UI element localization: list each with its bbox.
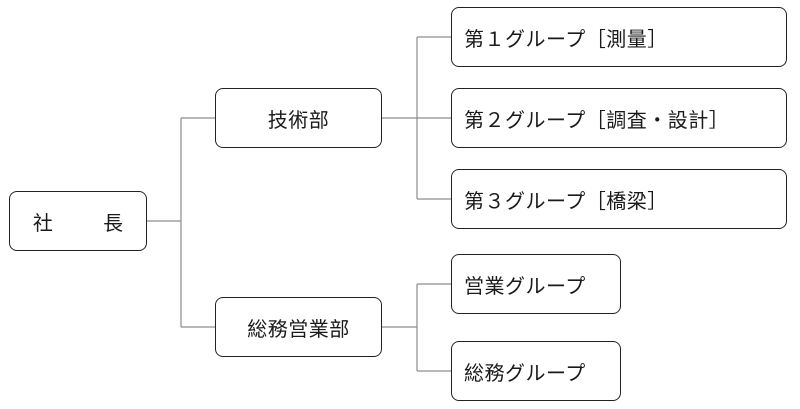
group-label-investigation-design: 第２グループ［調査・設計］ — [464, 107, 730, 132]
president-box: 社 長 — [9, 191, 147, 251]
group-box-surveying: 第１グループ［測量］ — [451, 7, 787, 67]
group-box-investigation-design: 第２グループ［調査・設計］ — [451, 88, 787, 148]
group-box-general-affairs: 総務グループ — [451, 341, 621, 401]
department-label-technology: 技術部 — [267, 107, 330, 132]
president-label: 社 長 — [32, 210, 146, 235]
group-label-surveying: 第１グループ［測量］ — [464, 26, 668, 51]
department-label-general-affairs-sales: 総務営業部 — [247, 316, 350, 341]
department-box-technology: 技術部 — [215, 88, 382, 148]
department-box-general-affairs-sales: 総務営業部 — [215, 297, 382, 357]
group-label-general-affairs: 総務グループ — [464, 360, 586, 385]
group-label-sales: 営業グループ — [464, 273, 586, 298]
group-box-bridge: 第３グループ［橋梁］ — [451, 169, 787, 229]
group-box-sales: 営業グループ — [451, 254, 621, 314]
group-label-bridge: 第３グループ［橋梁］ — [464, 188, 668, 213]
